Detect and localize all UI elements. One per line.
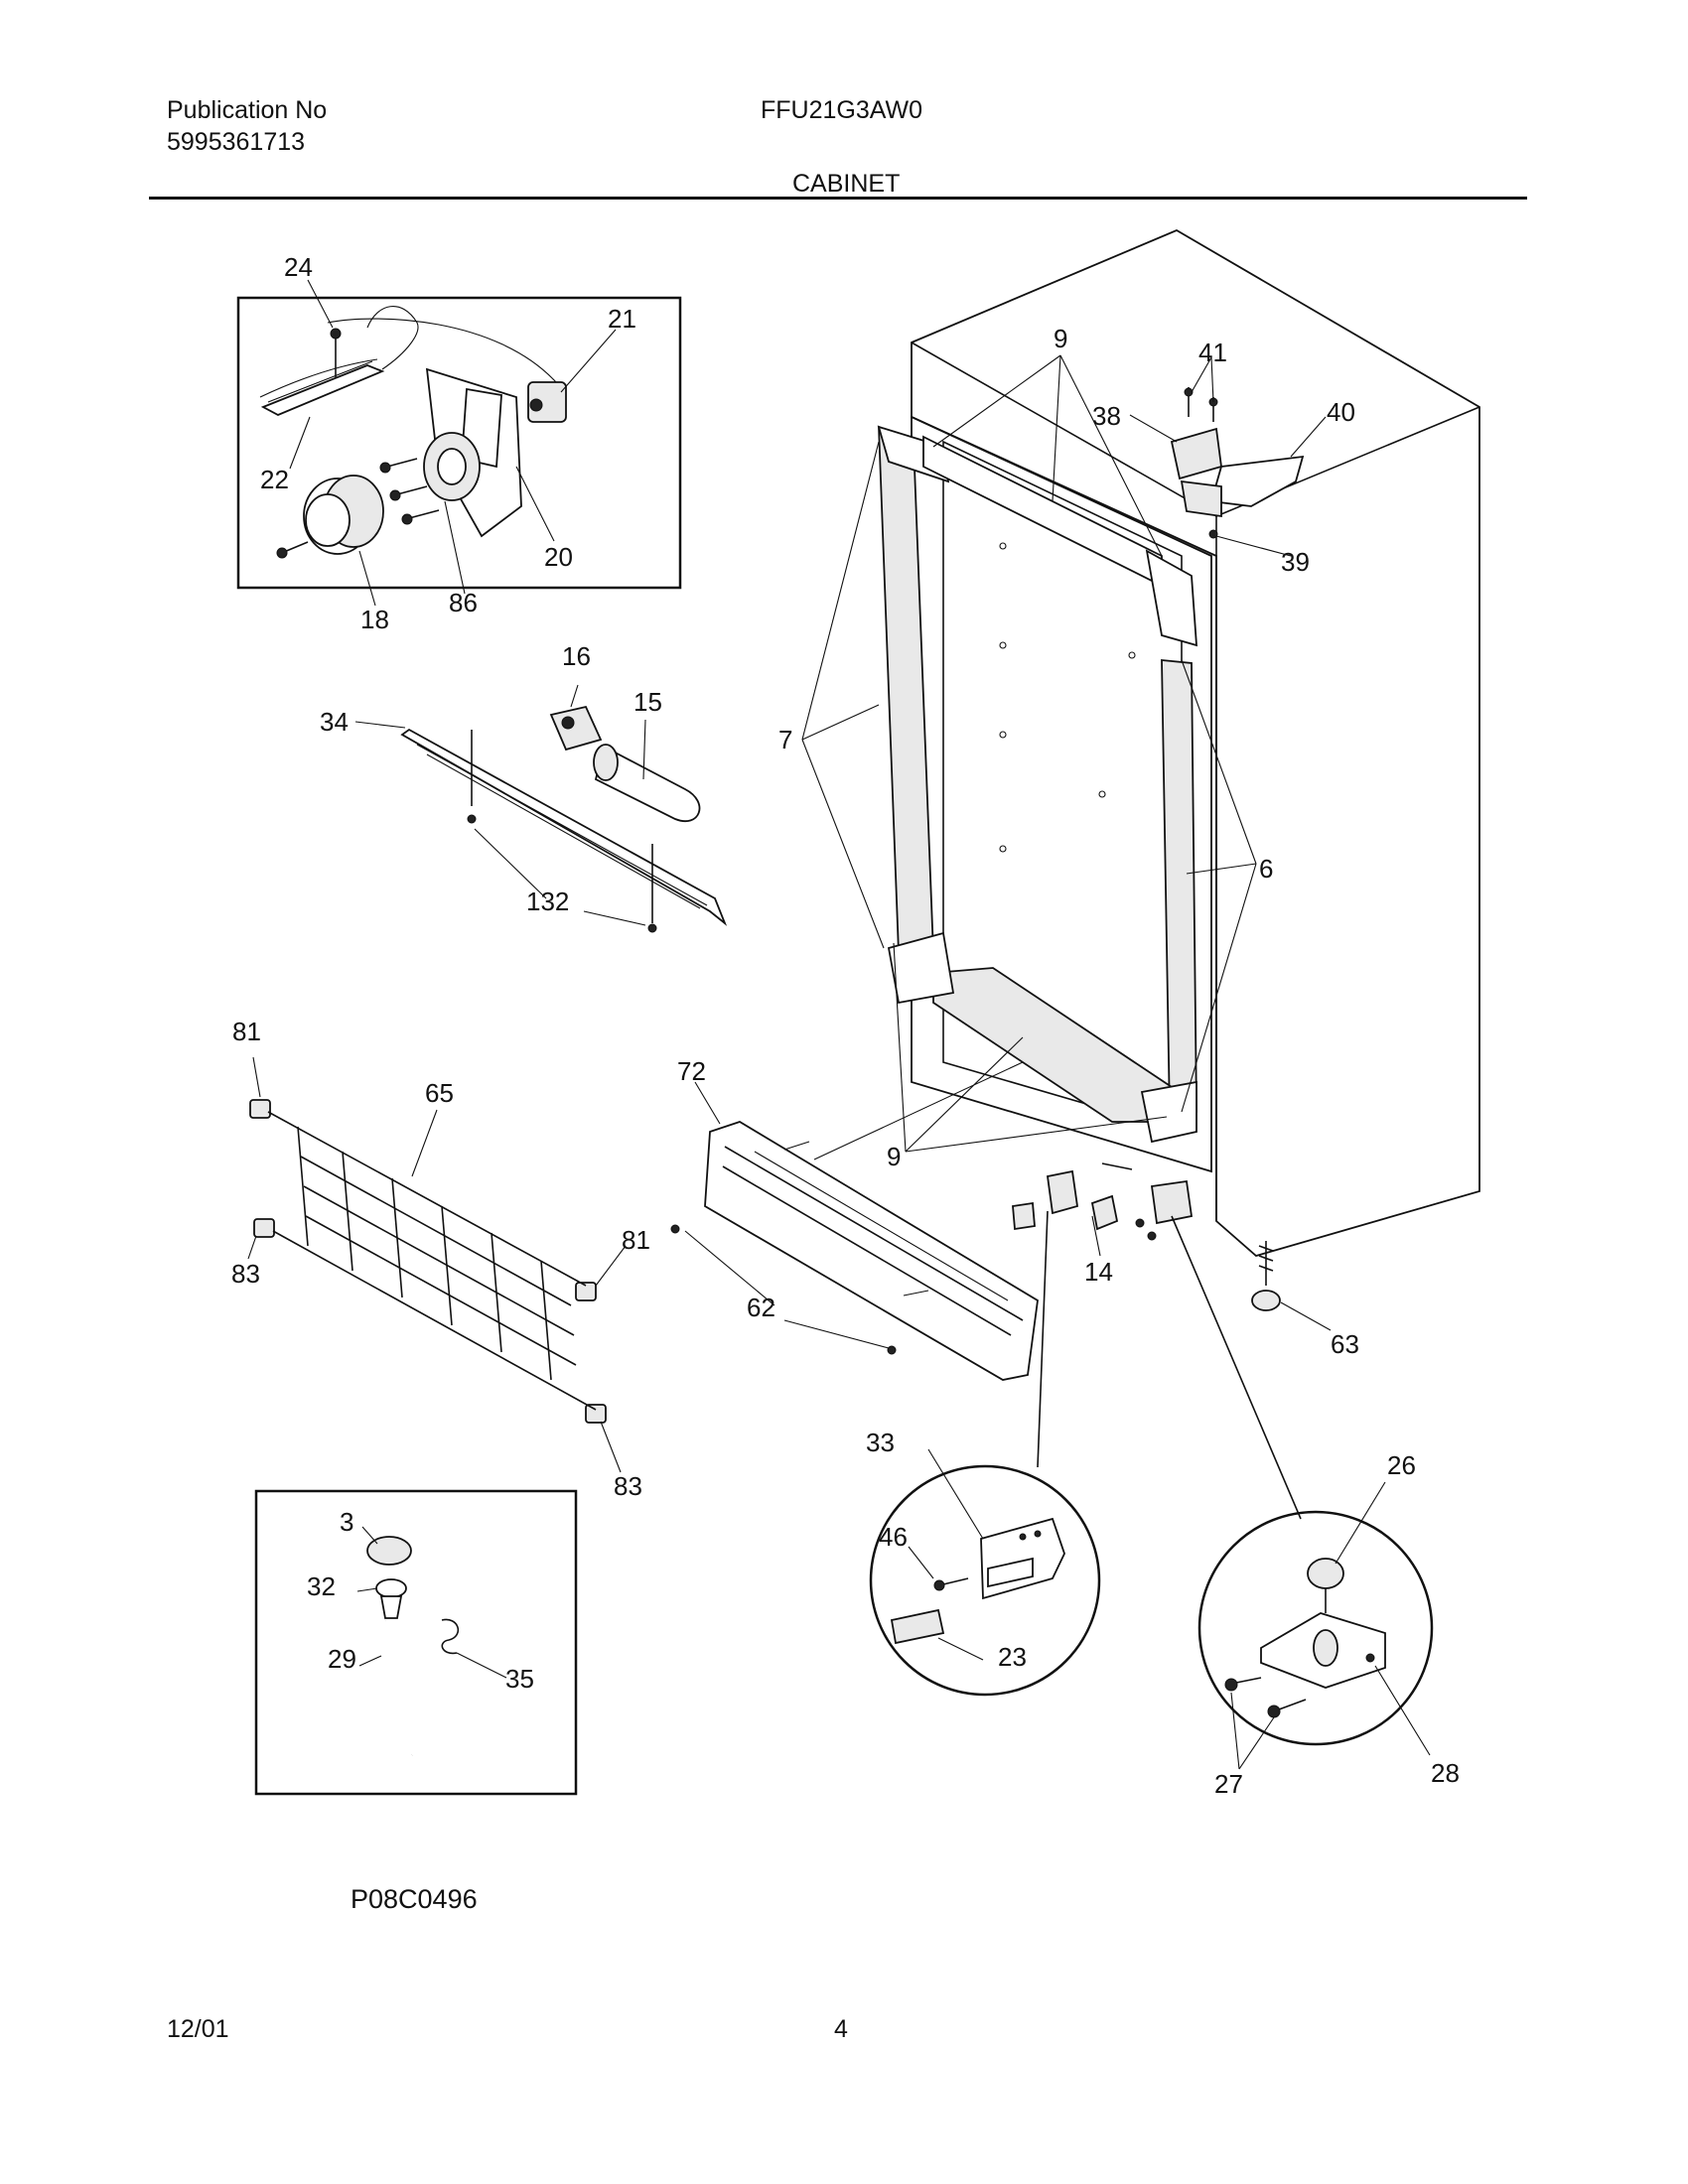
callout-14: 14 <box>1084 1257 1113 1287</box>
publication-label: Publication No <box>167 96 328 124</box>
latch-detail-circle <box>869 1448 1101 1697</box>
callout-18: 18 <box>360 605 389 634</box>
callout-labels: 24 21 22 20 18 86 16 15 34 132 9 41 38 4… <box>231 252 1460 1799</box>
callout-15: 15 <box>633 687 662 717</box>
thermostat-inset <box>236 279 682 607</box>
callout-9-bottom: 9 <box>887 1142 901 1171</box>
callout-46: 46 <box>879 1522 908 1552</box>
cabinet-body <box>801 228 1480 1520</box>
callout-63: 63 <box>1331 1329 1359 1359</box>
callout-38: 38 <box>1092 401 1121 431</box>
callout-86: 86 <box>449 588 478 617</box>
callout-16: 16 <box>562 641 591 671</box>
wire-basket <box>247 1056 627 1473</box>
callout-29: 29 <box>328 1644 356 1674</box>
callout-3: 3 <box>340 1507 353 1537</box>
callout-7: 7 <box>778 725 792 754</box>
callout-81-right: 81 <box>622 1225 650 1255</box>
callout-21: 21 <box>608 304 636 334</box>
callout-81-left: 81 <box>232 1017 261 1046</box>
hinge-detail-circle <box>1197 1481 1434 1770</box>
callout-83-right: 83 <box>614 1471 642 1501</box>
callout-26: 26 <box>1387 1450 1416 1480</box>
section-title: CABINET <box>792 170 901 198</box>
callout-62: 62 <box>747 1293 775 1322</box>
callout-72: 72 <box>677 1056 706 1086</box>
callout-22: 22 <box>260 465 289 494</box>
callout-32: 32 <box>307 1571 336 1601</box>
callout-6: 6 <box>1259 854 1273 884</box>
callout-33: 33 <box>866 1428 895 1457</box>
model-number: FFU21G3AW0 <box>761 96 923 124</box>
callout-27: 27 <box>1214 1769 1243 1799</box>
drawing-code: P08C0496 <box>351 1884 478 1914</box>
callout-24: 24 <box>284 252 313 282</box>
callout-132: 132 <box>526 887 569 916</box>
kick-plate <box>670 1061 1039 1381</box>
callout-9-top: 9 <box>1054 324 1067 353</box>
callout-83-left: 83 <box>231 1259 260 1289</box>
revision-date: 12/01 <box>167 2015 229 2043</box>
callout-23: 23 <box>998 1642 1027 1672</box>
publication-number: 5995361713 <box>167 128 306 156</box>
guard-and-light <box>354 684 728 933</box>
drain-inset <box>254 1489 578 1796</box>
callout-41: 41 <box>1198 338 1227 367</box>
callout-34: 34 <box>320 707 349 737</box>
page-number: 4 <box>834 2015 848 2043</box>
callout-65: 65 <box>425 1078 454 1108</box>
callout-28: 28 <box>1431 1758 1460 1788</box>
header-rule <box>149 197 1527 200</box>
callout-20: 20 <box>544 542 573 572</box>
callout-40: 40 <box>1327 397 1355 427</box>
callout-39: 39 <box>1281 547 1310 577</box>
callout-35: 35 <box>505 1664 534 1694</box>
